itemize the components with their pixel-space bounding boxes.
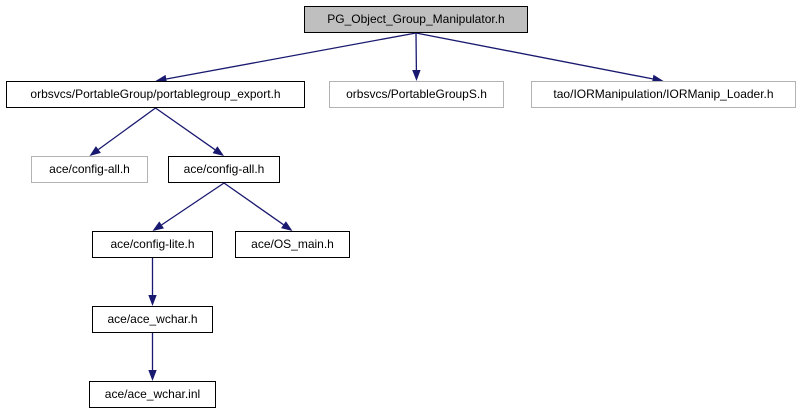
graph-node[interactable]: ace/config-lite.h [92, 231, 213, 258]
edge-root-to-portablegroup-export [166, 32, 417, 80]
graph-node-label: ace/config-all.h [183, 162, 265, 176]
graph-node[interactable]: ace/ace_wchar.h [92, 306, 213, 333]
graph-node-label: ace/ace_wchar.inl [104, 387, 201, 401]
graph-node-label: orbsvcs/PortableGroup/portablegroup_expo… [30, 87, 281, 101]
edge-root-to-portablegroups-arrowhead [412, 69, 421, 81]
graph-node-label: ace/ace_wchar.h [107, 312, 198, 326]
edge-export-to-config-all-faded [98, 107, 156, 151]
edge-export-to-config-all-faded-arrowhead [89, 146, 101, 156]
edge-root-to-iormanip-loader [415, 32, 653, 80]
edge-ace-wchar-h-to-inl-arrowhead [148, 370, 157, 381]
edge-config-all-to-config-lite [161, 182, 225, 226]
graph-node[interactable]: PG_Object_Group_Manipulator.h [304, 6, 528, 33]
edge-config-all-to-config-lite-arrowhead [152, 221, 164, 231]
edge-export-to-config-all [155, 107, 216, 151]
edge-config-lite-to-ace-wchar-h-arrowhead [148, 295, 157, 306]
graph-node-label: PG_Object_Group_Manipulator.h [327, 12, 505, 26]
edge-config-all-to-os-main [223, 182, 284, 226]
graph-node-label: ace/config-all.h [49, 162, 130, 176]
graph-node-label: ace/config-lite.h [110, 237, 195, 251]
graph-node[interactable]: tao/IORManipulation/IORManip_Loader.h [531, 81, 796, 108]
graph-node-label: orbsvcs/PortableGroupS.h [346, 87, 487, 101]
graph-node-label: ace/OS_main.h [251, 237, 334, 251]
edge-config-all-to-os-main-arrowhead [281, 221, 293, 231]
graph-node[interactable]: ace/OS_main.h [235, 231, 350, 258]
edge-export-to-config-all-arrowhead [212, 146, 224, 156]
graph-node[interactable]: ace/ace_wchar.inl [89, 381, 216, 408]
graph-node[interactable]: ace/config-all.h [168, 156, 280, 183]
graph-node[interactable]: orbsvcs/PortableGroupS.h [329, 81, 504, 108]
graph-node-label: tao/IORManipulation/IORManip_Loader.h [553, 87, 774, 101]
graph-node[interactable]: ace/config-all.h [31, 156, 148, 183]
graph-node[interactable]: orbsvcs/PortableGroup/portablegroup_expo… [6, 81, 305, 108]
